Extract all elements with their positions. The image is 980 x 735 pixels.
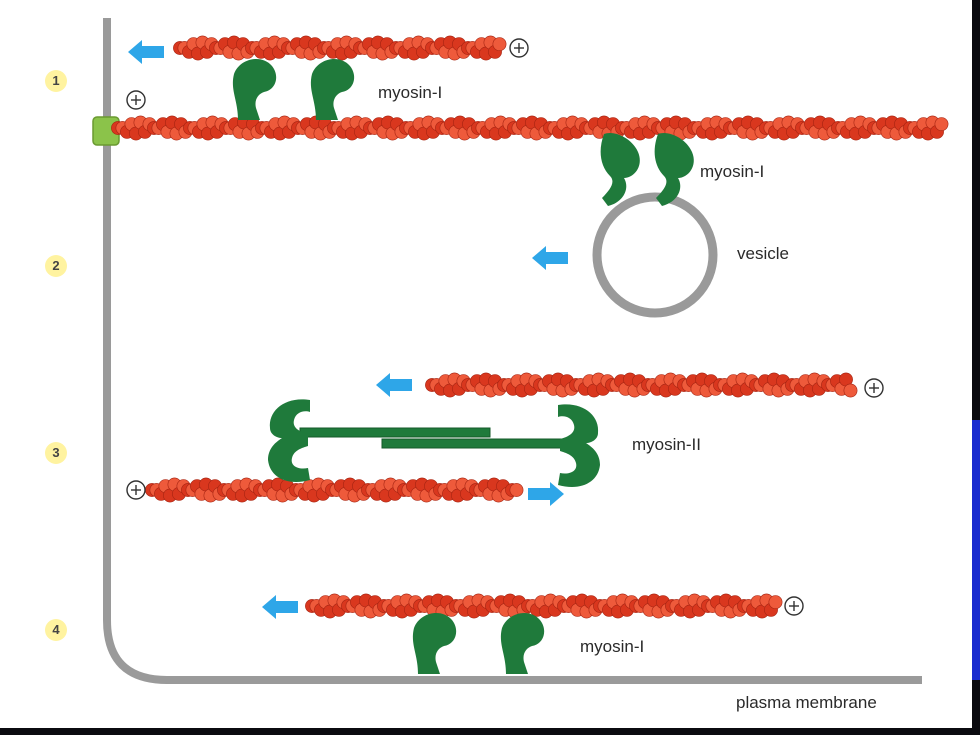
actin-filament-3-top <box>425 372 858 398</box>
myosin-i-head <box>310 59 355 120</box>
direction-arrow-left <box>128 40 164 64</box>
actin-filament-4 <box>305 593 783 619</box>
myosin-ii-head-right <box>558 404 600 487</box>
direction-arrow-left <box>532 246 568 270</box>
plus-end-symbol <box>126 480 146 500</box>
myosin-ii-head-left <box>268 399 310 482</box>
myosin-i-head <box>500 613 545 674</box>
myosin-ii-tail-right <box>381 438 583 449</box>
actin-bead <box>934 117 949 132</box>
step-badge-4: 4 <box>45 619 67 641</box>
direction-arrow-left <box>376 373 412 397</box>
step-badge-2: 2 <box>45 255 67 277</box>
step-badge-3: 3 <box>45 442 67 464</box>
actin-bead <box>843 383 858 398</box>
actin-bead <box>768 595 783 610</box>
bottom-edge-bar <box>0 728 980 735</box>
right-edge-blue <box>972 420 980 680</box>
label-myosin-ii: myosin-II <box>632 435 701 454</box>
label-vesicle: vesicle <box>737 244 789 263</box>
direction-arrow-left <box>262 595 298 619</box>
myosin-ii-tail-left <box>299 427 491 438</box>
actin-bead <box>509 483 524 497</box>
step-badge-1: 1 <box>45 70 67 92</box>
right-edge-bar <box>972 0 980 735</box>
myosin-i-head <box>600 132 640 207</box>
myosin-i-head <box>654 132 694 207</box>
plus-end-symbol <box>864 378 884 398</box>
plasma-membrane-line <box>103 18 922 684</box>
plus-end-symbol <box>509 38 529 58</box>
actin-filament-1-bottom <box>111 115 949 141</box>
label-myosin-i-vesicle: myosin-I <box>700 162 765 181</box>
actin-bead <box>492 37 507 52</box>
label-myosin-i-top: myosin-I <box>378 83 443 102</box>
label-myosin-i-bottom: myosin-I <box>580 637 645 656</box>
myosin-i-head <box>412 613 457 674</box>
myosin-i-head <box>232 59 277 120</box>
plus-end-symbol <box>784 596 804 616</box>
actin-filament-1-top <box>173 35 507 61</box>
plus-end-symbol <box>126 90 146 110</box>
label-plasma-membrane: plasma membrane <box>736 693 877 712</box>
actin-filament-3-bottom <box>145 477 524 503</box>
vesicle-circle <box>592 192 718 318</box>
direction-arrow-right <box>528 482 564 506</box>
